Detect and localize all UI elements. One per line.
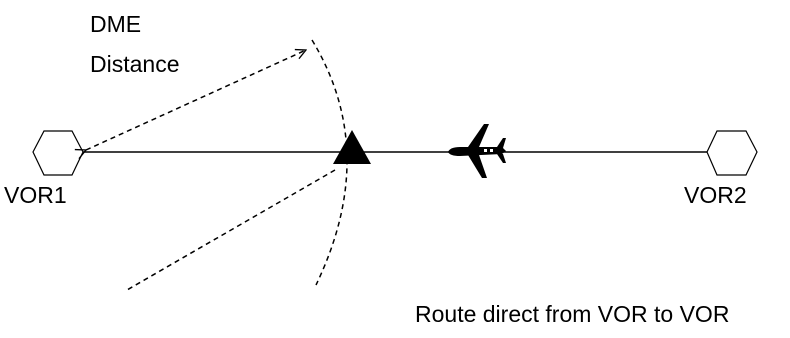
dme-label-line1: DME <box>90 11 142 37</box>
dme-label-line2: Distance <box>90 51 180 77</box>
route-caption: Route direct from VOR to VOR <box>415 301 730 327</box>
vor2-station-icon <box>706 130 758 176</box>
vor1-station-icon <box>32 130 84 176</box>
position-marker-triangle-icon <box>333 130 371 164</box>
lower-dashed-line <box>126 169 336 291</box>
airplane-icon <box>448 124 506 178</box>
vor1-label: VOR1 <box>4 182 67 208</box>
vor2-label: VOR2 <box>684 182 747 208</box>
dme-distance-arc <box>311 39 348 286</box>
dme-distance-arrow <box>86 50 306 150</box>
